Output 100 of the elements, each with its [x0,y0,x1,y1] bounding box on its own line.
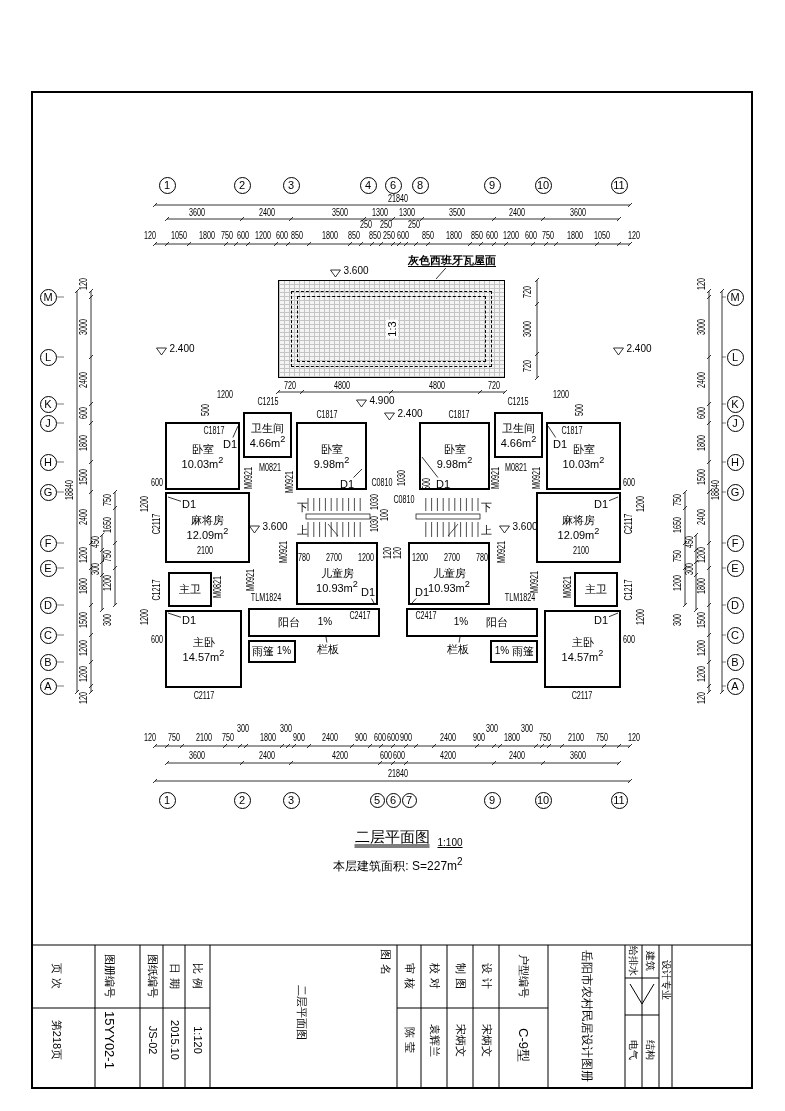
room-outline [165,492,250,563]
room-outline [408,542,490,605]
axis-bubble: H [726,453,744,471]
dimension-text: 1800 [697,578,707,594]
dimension-text: 120 [383,547,393,559]
opening-code: M0921 [491,467,501,489]
dimension-text: 1650 [103,517,113,533]
dimension-text: 1200 [697,640,707,656]
axis-bubble: 3 [282,791,300,809]
dimension-text: 600 [79,407,89,419]
dimension-text: 600 [393,751,405,761]
axis-bubble: D [726,596,744,614]
dimension-text: 21840 [388,769,408,779]
dimension-text: 1030 [397,470,407,486]
room-outline [494,412,543,458]
dimension-text: 120 [628,231,640,241]
dimension-text: 18840 [65,480,75,500]
dimension-text: 300 [103,614,113,626]
title-block-text: 户型编号 [517,954,529,998]
opening-code: C1817 [203,426,225,436]
dimension-text: 750 [539,733,551,743]
axis-bubble: M [726,288,744,306]
dimension-text: 2400 [440,733,456,743]
leader-line [325,636,328,643]
opening-code: C1817 [561,426,583,436]
title-block-text: 2015.10 [168,1020,180,1060]
axis-bubble: G [39,483,57,501]
room-name: 卫生间 [251,421,284,434]
title-block-text: 二层平面图 [295,984,307,1040]
opening-code: M0821 [563,576,573,598]
opening-code: M0921 [530,571,540,593]
title-block-text: 日 期 [168,963,180,989]
title-block-text: 图纸编号 [146,954,158,998]
leader-line [458,636,461,643]
dimension-text: 1650 [673,517,683,533]
axis-bubble: 1 [158,791,176,809]
dimension-text: 3000 [79,319,89,335]
dimension-text: 600 [374,733,386,743]
room-name: 雨篷 [512,645,534,658]
room-outline [536,492,621,563]
dimension-text: 300 [91,563,101,575]
room-outline [490,640,538,663]
dimension-text: 720 [284,381,296,391]
dimension-text: 600 [276,231,288,241]
dimension-text: 780 [298,553,310,563]
callout-label: D1 [360,586,376,598]
leader-line [421,456,439,478]
axis-bubble: B [39,653,57,671]
dimension-text: 750 [221,231,233,241]
axis-bubble: 7 [401,792,417,808]
leader-line [167,612,182,618]
dimension-text: 1200 [636,609,646,625]
slope-text: 1% [453,617,469,627]
dimension-text: 300 [521,724,533,734]
dimension-text: 1800 [697,435,707,451]
dimension-text: 300 [685,563,695,575]
dimension-text: 450 [685,536,695,548]
axis-bubble: 8 [411,176,429,194]
dimension-text: 1200 [103,575,113,591]
axis-bubble: 6 [385,792,401,808]
axis-bubble: 10 [534,791,552,809]
dimension-text: 1200 [697,666,707,682]
title-block-text: 岳阳市农村民居设计图册 [581,950,593,1082]
opening-code: C2417 [349,611,371,621]
dimension-text: 1800 [79,578,89,594]
dimension-text: 850 [422,231,434,241]
title-block-text: C-9型 [516,1028,530,1062]
slope-text: 1% [317,617,333,627]
axis-bubble: C [726,626,744,644]
room-outline [248,640,296,663]
axis-bubble: F [726,534,744,552]
dimension-text: 250 [383,231,395,241]
room-area: 14.57m$^{2}$ [561,647,604,663]
dimension-text: 750 [222,733,234,743]
dimension-text: 1200 [79,547,89,563]
dimension-text: 900 [400,733,412,743]
title-block-text: 第218页 [50,1019,62,1061]
dimension-text: 750 [596,733,608,743]
dimension-text: 720 [488,381,500,391]
callout-label: D1 [435,478,451,490]
dimension-text: 300 [237,724,249,734]
title-block-text: 建筑 [645,951,655,971]
room-outline [296,422,367,490]
dimension-text: 600 [387,733,399,743]
room-area: 12.09m$^{2}$ [186,526,229,541]
title-block-text: 给排水 [628,946,638,976]
dimension-text: 600 [525,231,537,241]
dimension-text: 1030 [370,494,380,510]
dimension-text: 850 [348,231,360,241]
dimension-text: 750 [168,733,180,743]
dimension-text: 600 [623,635,635,645]
title-block-text: JS-02 [146,1025,158,1055]
dimension-text: 600 [397,231,409,241]
slope-text: 1% [276,646,292,656]
room-name: 主卫 [179,583,201,596]
dimension-text: 250 [380,220,392,230]
dimension-text: 1800 [260,733,276,743]
axis-bubble: E [726,559,744,577]
callout-label: D1 [414,586,430,598]
opening-code: C2117 [152,513,162,535]
